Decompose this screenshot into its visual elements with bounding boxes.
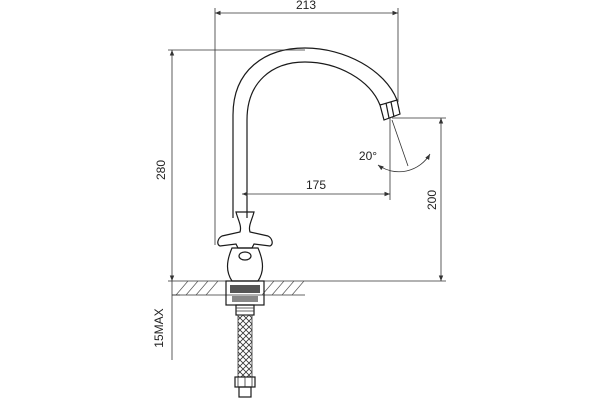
dimension-label-angle: 20° [359,149,377,163]
dimension-total-height: 280 [154,49,305,282]
dimension-label-213: 213 [296,0,316,12]
dimension-label-280: 280 [154,160,168,180]
dimension-spout-angle: 20° [359,119,431,173]
faucet-body [217,211,273,316]
dimension-label-175: 175 [306,178,326,192]
faucet-spout [232,47,401,218]
dimension-label-15max: 15MAX [152,308,166,347]
dimension-width-top: 213 [214,0,399,245]
supply-hose [234,314,256,398]
dimension-label-200: 200 [425,190,439,210]
dimension-counter-thickness: 15MAX [152,281,180,360]
dimension-spout-height: 200 [305,117,446,282]
